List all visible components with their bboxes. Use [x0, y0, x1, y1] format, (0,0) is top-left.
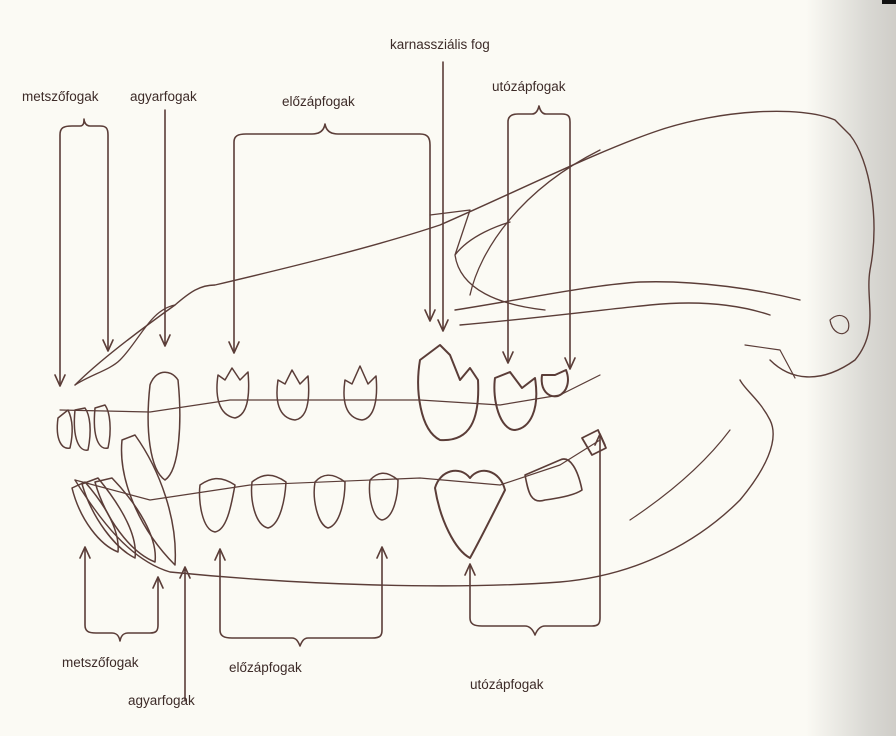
lower-tooth-line — [74, 439, 601, 501]
skull-outline-back — [769, 134, 875, 378]
label-upper-carnassial: karnassziális fog — [390, 37, 490, 52]
upper-pointers — [54, 61, 576, 387]
upper-molar-bracket — [507, 105, 571, 369]
label-lower-canines: agyarfogak — [128, 693, 195, 708]
upper-teeth — [56, 344, 569, 481]
upper-premolar-bracket — [233, 123, 431, 353]
occipital-condyle — [829, 315, 850, 335]
label-upper-canines: agyarfogak — [130, 89, 197, 104]
lower-pointers — [79, 433, 606, 701]
lower-incisor-bracket — [84, 547, 159, 642]
upper-incisor-bracket — [59, 118, 109, 386]
mandible-outline — [74, 379, 774, 587]
mandible-inner — [629, 344, 796, 521]
upper-tooth-line — [59, 374, 601, 413]
lower-canine-line — [179, 566, 191, 701]
nose-line — [74, 304, 176, 386]
label-upper-premolars: előzápfogak — [282, 94, 355, 109]
label-upper-incisors: metszőfogak — [22, 89, 99, 104]
orbit — [429, 209, 546, 311]
lower-teeth — [71, 429, 607, 566]
zygomatic-arch — [454, 281, 801, 326]
label-upper-molars: utózápfogak — [492, 79, 566, 94]
page-edge-shadow — [806, 0, 896, 736]
label-lower-molars: utózápfogak — [470, 677, 544, 692]
lower-molar-bracket — [469, 434, 601, 636]
carnassial-arrow — [437, 61, 449, 332]
corner-mark — [882, 0, 896, 4]
lower-premolar-bracket — [219, 547, 383, 647]
label-lower-premolars: előzápfogak — [229, 660, 302, 675]
skull-outline — [74, 110, 851, 386]
upper-canine-arrow — [159, 109, 171, 347]
cranium-line — [469, 149, 601, 296]
label-lower-incisors: metszőfogak — [62, 655, 139, 670]
